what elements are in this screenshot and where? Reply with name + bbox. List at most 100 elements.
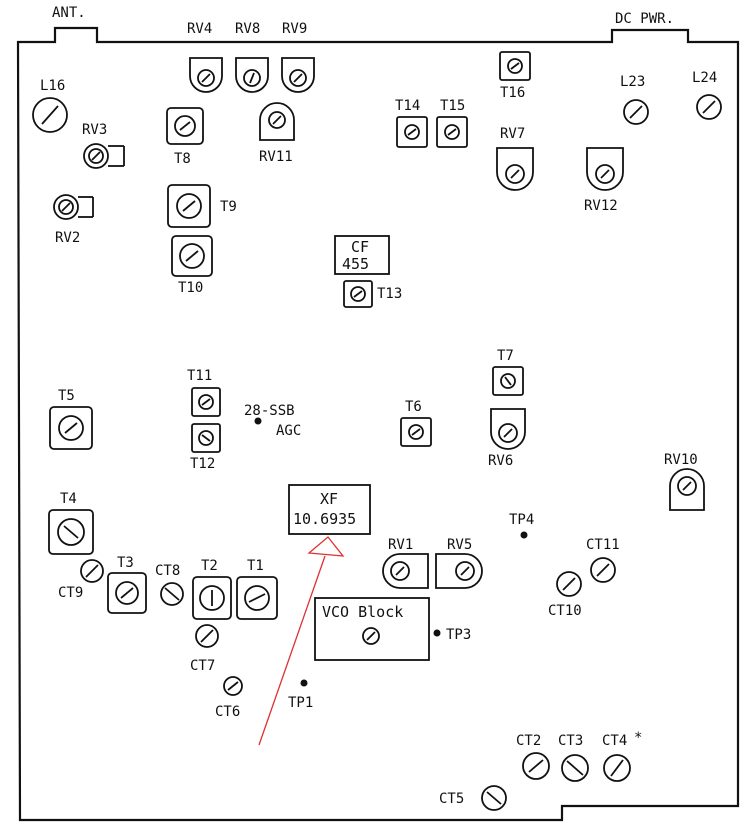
label-rv4: RV4 bbox=[187, 21, 212, 37]
transformer-t14 bbox=[396, 116, 428, 148]
label-l23: L23 bbox=[620, 74, 645, 90]
label-ct6: CT6 bbox=[215, 704, 240, 720]
transformer-t12 bbox=[191, 423, 221, 453]
label-28-ssb: 28-SSB bbox=[244, 403, 295, 419]
crystal-filter-xf bbox=[288, 484, 371, 535]
transformer-t7 bbox=[492, 366, 524, 396]
label-t10: T10 bbox=[178, 280, 203, 296]
dc-power-label: DC PWR. bbox=[615, 11, 674, 27]
transformer-t11 bbox=[191, 387, 221, 417]
transformer-t13 bbox=[343, 280, 373, 308]
trimmer-rv3 bbox=[83, 143, 109, 169]
cf-line-1: CF bbox=[351, 238, 369, 256]
label-t13: T13 bbox=[377, 286, 402, 302]
label-l24: L24 bbox=[692, 70, 717, 86]
trimcap-ct9 bbox=[80, 559, 104, 583]
label-ct7: CT7 bbox=[190, 658, 215, 674]
label-ct4-asterisk: * bbox=[634, 730, 642, 746]
label-t2: T2 bbox=[201, 558, 218, 574]
trimmer-rv9 bbox=[281, 57, 315, 93]
label-rv6: RV6 bbox=[488, 453, 513, 469]
transformer-t8 bbox=[166, 107, 204, 145]
label-tp1: TP1 bbox=[288, 695, 313, 711]
label-rv5: RV5 bbox=[447, 537, 472, 553]
coil-l23 bbox=[623, 99, 649, 125]
label-rv7: RV7 bbox=[500, 126, 525, 142]
trimmer-rv8 bbox=[235, 57, 269, 93]
transformer-t4 bbox=[48, 509, 94, 555]
cf-line-2: 455 bbox=[342, 255, 369, 273]
trimcap-ct2 bbox=[522, 752, 550, 780]
trimmer-rv12 bbox=[586, 147, 624, 191]
tp1-dot bbox=[300, 679, 308, 687]
label-tp4: TP4 bbox=[509, 512, 534, 528]
trimcap-ct5 bbox=[481, 785, 507, 811]
transformer-t5 bbox=[49, 406, 93, 450]
trimmer-rv2 bbox=[53, 194, 79, 220]
label-ct9: CT9 bbox=[58, 585, 83, 601]
trimcap-ct7 bbox=[195, 624, 219, 648]
label-rv1: RV1 bbox=[388, 537, 413, 553]
label-rv11: RV11 bbox=[259, 149, 293, 165]
transformer-t1 bbox=[236, 576, 278, 620]
trimmer-rv4 bbox=[189, 57, 223, 93]
transformer-t16 bbox=[499, 51, 531, 81]
label-rv2: RV2 bbox=[55, 230, 80, 246]
trimcap-ct11 bbox=[590, 557, 616, 583]
label-t1: T1 bbox=[247, 558, 264, 574]
agc-test-point bbox=[254, 417, 262, 425]
label-rv3: RV3 bbox=[82, 122, 107, 138]
label-rv12: RV12 bbox=[584, 198, 618, 214]
label-t12: T12 bbox=[190, 456, 215, 472]
transformer-t15 bbox=[436, 116, 468, 148]
tp4-dot bbox=[520, 531, 528, 539]
label-rv9: RV9 bbox=[282, 21, 307, 37]
label-ct3: CT3 bbox=[558, 733, 583, 749]
label-t16: T16 bbox=[500, 85, 525, 101]
coil-l24 bbox=[696, 94, 722, 120]
label-rv10: RV10 bbox=[664, 452, 698, 468]
xf-line-2: 10.6935 bbox=[293, 510, 356, 528]
trimcap-ct6 bbox=[223, 676, 243, 696]
trimcap-ct3 bbox=[561, 754, 589, 782]
label-ct4: CT4 bbox=[602, 733, 627, 749]
label-t3: T3 bbox=[117, 555, 134, 571]
ant-label: ANT. bbox=[52, 5, 86, 21]
label-t15: T15 bbox=[440, 98, 465, 114]
label-ct2: CT2 bbox=[516, 733, 541, 749]
label-tp3: TP3 bbox=[446, 627, 471, 643]
transformer-t9 bbox=[167, 184, 211, 228]
trimmer-rv11 bbox=[259, 102, 295, 141]
trimmer-rv5 bbox=[435, 553, 483, 589]
transformer-t3 bbox=[107, 572, 147, 614]
label-t6: T6 bbox=[405, 399, 422, 415]
xf-line-1: XF bbox=[320, 490, 338, 508]
trimmer-rv10 bbox=[669, 468, 705, 511]
transformer-t10 bbox=[171, 235, 213, 277]
transformer-t6 bbox=[400, 417, 432, 447]
trimcap-ct10 bbox=[556, 571, 582, 597]
trimmer-rv1 bbox=[382, 553, 429, 589]
label-t9: T9 bbox=[220, 199, 237, 215]
trimcap-ct4 bbox=[603, 754, 631, 782]
trimmer-rv7 bbox=[496, 147, 534, 191]
vco-adjust bbox=[362, 627, 380, 645]
label-rv8: RV8 bbox=[235, 21, 260, 37]
trimcap-ct8 bbox=[160, 582, 184, 606]
label-ct11: CT11 bbox=[586, 537, 620, 553]
ceramic-filter-cf bbox=[334, 235, 390, 275]
board-outline bbox=[16, 26, 740, 822]
tp3-dot bbox=[433, 629, 441, 637]
label-t14: T14 bbox=[395, 98, 420, 114]
annotation-arrow-shaft bbox=[258, 555, 326, 746]
label-t4: T4 bbox=[60, 491, 77, 507]
label-ct8: CT8 bbox=[155, 563, 180, 579]
label-t8: T8 bbox=[174, 151, 191, 167]
label-ct5: CT5 bbox=[439, 791, 464, 807]
label-t7: T7 bbox=[497, 348, 514, 364]
transformer-t2 bbox=[192, 576, 232, 620]
vco-block-label: VCO Block bbox=[322, 603, 403, 621]
trimmer-rv6 bbox=[490, 408, 526, 450]
coil-l16 bbox=[32, 97, 68, 133]
